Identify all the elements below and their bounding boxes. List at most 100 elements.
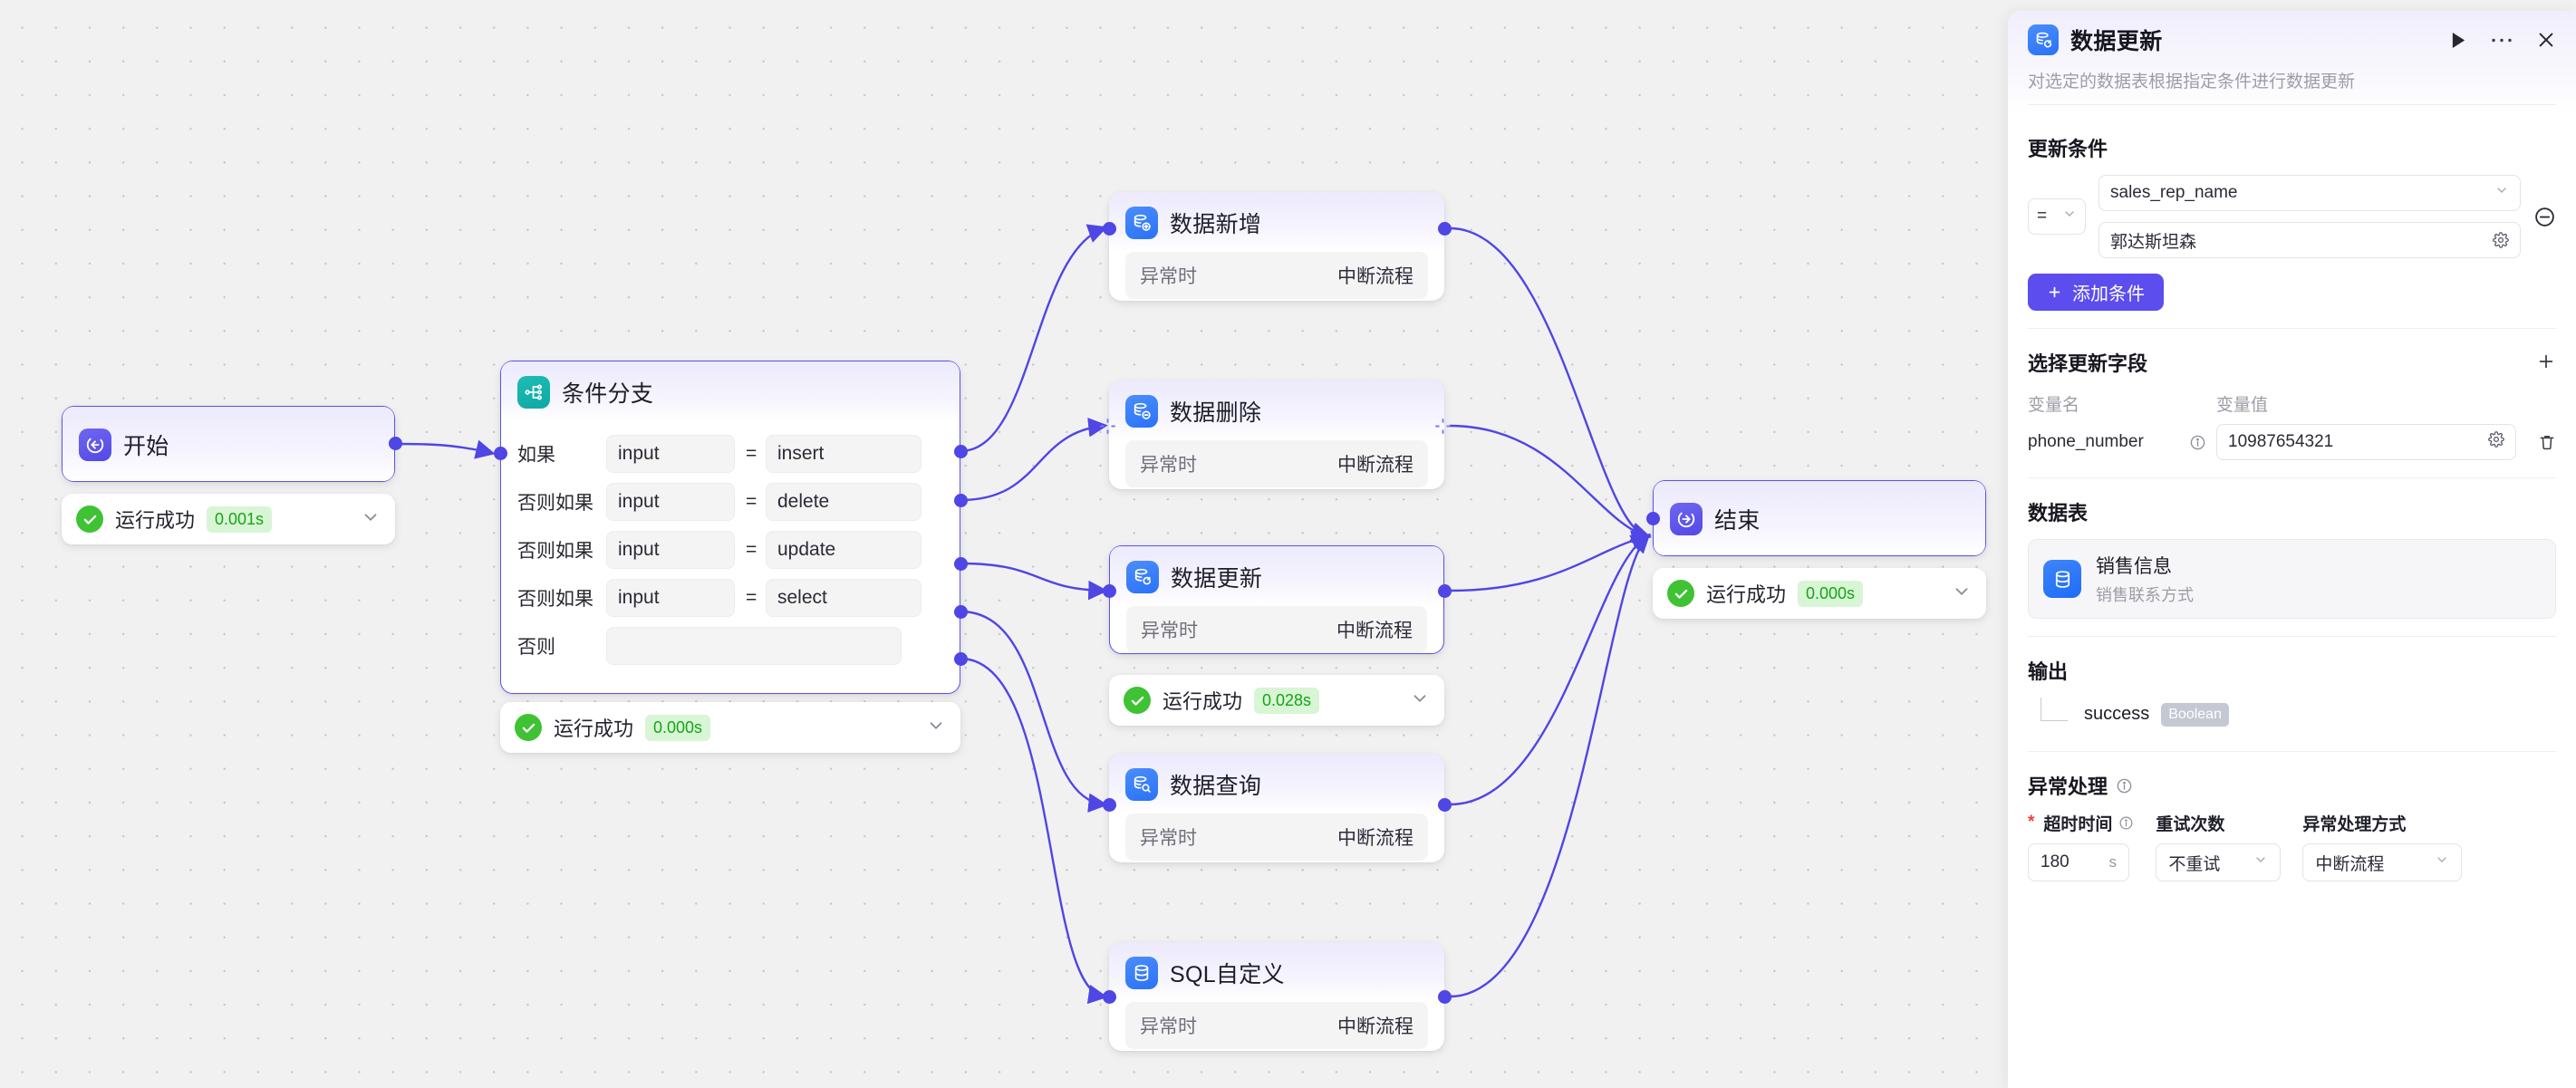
- run-duration: 0.000s: [1798, 580, 1864, 607]
- panel-body: 更新条件 = sales_rep_name 郭达斯坦森: [2008, 133, 2576, 881]
- condition-operator-select[interactable]: =: [2028, 198, 2086, 235]
- condition-field-select[interactable]: sales_rep_name: [2098, 175, 2521, 211]
- node-data-delete-header: 数据删除: [1109, 380, 1444, 440]
- condition-left-operand[interactable]: input: [606, 579, 735, 617]
- condition-else-empty[interactable]: [606, 627, 902, 665]
- exception-value: 中断流程: [1337, 828, 1413, 849]
- gear-icon[interactable]: [2488, 431, 2504, 453]
- port-condition-out-2[interactable]: [954, 494, 968, 507]
- gear-icon[interactable]: [2493, 232, 2509, 248]
- node-condition-title: 条件分支: [562, 381, 654, 407]
- add-condition-button[interactable]: 添加条件: [2028, 274, 2164, 311]
- node-data-insert[interactable]: 数据新增 异常时 中断流程: [1109, 192, 1444, 301]
- node-data-insert-header: 数据新增: [1109, 192, 1444, 252]
- port-delete-in[interactable]: [1100, 419, 1115, 434]
- db-refresh-icon: [2028, 24, 2059, 55]
- exception-mode-label: 异常处理方式: [2302, 814, 2407, 834]
- runbar-start[interactable]: 运行成功 0.001s: [62, 494, 395, 544]
- exception-mode-select[interactable]: 中断流程: [2302, 843, 2463, 881]
- node-sql-custom-title: SQL自定义: [1170, 962, 1285, 987]
- section-title-update-fields: 选择更新字段: [2028, 352, 2148, 375]
- node-data-delete[interactable]: 数据删除 异常时 中断流程: [1109, 380, 1444, 489]
- update-field-value-input[interactable]: 10987654321: [2216, 424, 2516, 460]
- node-start-header: 开始: [63, 407, 394, 481]
- condition-right-operand[interactable]: delete: [766, 483, 921, 521]
- port-query-in[interactable]: [1103, 798, 1116, 812]
- chevron-down-icon[interactable]: [361, 507, 381, 532]
- condition-row[interactable]: 否则如果 input = update: [517, 531, 943, 569]
- port-condition-in[interactable]: [494, 447, 507, 460]
- node-end[interactable]: 结束: [1653, 480, 1986, 556]
- workflow-canvas[interactable]: 开始 运行成功 0.001s 条件分支 如果 input: [0, 0, 2008, 1088]
- condition-right-operand[interactable]: update: [766, 531, 921, 569]
- node-condition-branch[interactable]: 条件分支 如果 input = insert 否则如果 input = dele…: [500, 361, 960, 694]
- condition-left-operand[interactable]: input: [606, 435, 735, 473]
- condition-rows: 如果 input = insert 否则如果 input = delete 否则…: [501, 421, 960, 681]
- timeout-input[interactable]: 180 s: [2028, 843, 2129, 881]
- run-status-label: 运行成功: [115, 509, 196, 532]
- condition-row[interactable]: 否则如果 input = delete: [517, 483, 943, 521]
- node-data-query[interactable]: 数据查询 异常时 中断流程: [1109, 754, 1444, 862]
- retry-select[interactable]: 不重试: [2156, 843, 2282, 881]
- runbar-update[interactable]: 运行成功 0.028s: [1109, 675, 1444, 726]
- column-header-variable-name: 变量名: [2028, 396, 2080, 415]
- divider: [2028, 328, 2556, 329]
- port-insert-out[interactable]: [1438, 222, 1452, 236]
- port-query-out[interactable]: [1438, 798, 1452, 812]
- runbar-end[interactable]: 运行成功 0.000s: [1653, 568, 1986, 619]
- run-duration: 0.000s: [645, 714, 711, 741]
- node-config-panel[interactable]: 数据更新 对选定的数据表根据指定条件进行数据更新 更新条件 =: [2008, 11, 2576, 1088]
- section-title-conditions: 更新条件: [2028, 138, 2108, 160]
- info-icon[interactable]: [2189, 434, 2216, 451]
- condition-right-operand[interactable]: insert: [766, 435, 921, 473]
- port-delete-out[interactable]: [1435, 419, 1451, 434]
- run-status-label: 运行成功: [1706, 583, 1787, 606]
- port-sql-in[interactable]: [1103, 990, 1116, 1004]
- chevron-down-icon[interactable]: [1410, 688, 1430, 713]
- port-start-out[interactable]: [389, 437, 402, 450]
- node-sql-custom[interactable]: SQL自定义 异常时 中断流程: [1109, 942, 1444, 1051]
- port-condition-out-4[interactable]: [954, 605, 968, 619]
- port-update-in[interactable]: [1103, 584, 1116, 598]
- update-field-row: phone_number 10987654321: [2028, 424, 2556, 460]
- port-condition-out-1[interactable]: [954, 445, 968, 458]
- datatable-card[interactable]: 销售信息 销售联系方式: [2028, 539, 2556, 619]
- node-sql-custom-body: 异常时 中断流程: [1109, 1002, 1444, 1064]
- port-update-out[interactable]: [1438, 584, 1452, 598]
- close-icon[interactable]: [2536, 30, 2556, 50]
- exception-key: 异常时: [1140, 455, 1197, 476]
- more-icon[interactable]: [2491, 37, 2513, 43]
- condition-left-operand[interactable]: input: [606, 483, 735, 521]
- db-minus-icon: [1125, 395, 1158, 428]
- condition-row[interactable]: 否则如果 input = select: [517, 579, 943, 617]
- port-condition-out-5[interactable]: [954, 652, 968, 666]
- node-start[interactable]: 开始: [62, 406, 395, 482]
- condition-row-label: 否则如果: [517, 493, 593, 514]
- info-icon[interactable]: [2118, 815, 2134, 831]
- node-data-update[interactable]: 数据更新 异常时 中断流程: [1109, 545, 1444, 654]
- port-sql-out[interactable]: [1438, 990, 1452, 1004]
- retry-label: 重试次数: [2156, 814, 2225, 834]
- port-end-in[interactable]: [1646, 512, 1660, 525]
- condition-row[interactable]: 如果 input = insert: [517, 435, 943, 473]
- run-icon[interactable]: [2450, 31, 2467, 50]
- condition-row-label: 否则如果: [517, 541, 593, 562]
- chevron-down-icon[interactable]: [1952, 582, 1972, 606]
- condition-value-input[interactable]: 郭达斯坦森: [2098, 222, 2521, 258]
- section-title-exception: 异常处理: [2028, 775, 2108, 798]
- exception-value: 中断流程: [1337, 266, 1413, 287]
- port-condition-out-3[interactable]: [954, 557, 968, 571]
- runbar-condition[interactable]: 运行成功 0.000s: [500, 702, 960, 753]
- remove-condition-button[interactable]: [2533, 206, 2556, 228]
- condition-row-else[interactable]: 否则: [517, 627, 943, 665]
- delete-update-field-button[interactable]: [2516, 433, 2556, 451]
- condition-operator: =: [746, 443, 757, 464]
- run-duration: 0.028s: [1254, 687, 1320, 714]
- add-update-field-button[interactable]: [2536, 351, 2556, 373]
- condition-left-operand[interactable]: input: [606, 531, 735, 569]
- info-icon[interactable]: [2116, 777, 2133, 794]
- port-insert-in[interactable]: [1103, 222, 1116, 236]
- condition-right-operand[interactable]: select: [766, 579, 921, 617]
- chevron-down-icon[interactable]: [926, 716, 946, 740]
- db-refresh-icon: [1126, 561, 1159, 593]
